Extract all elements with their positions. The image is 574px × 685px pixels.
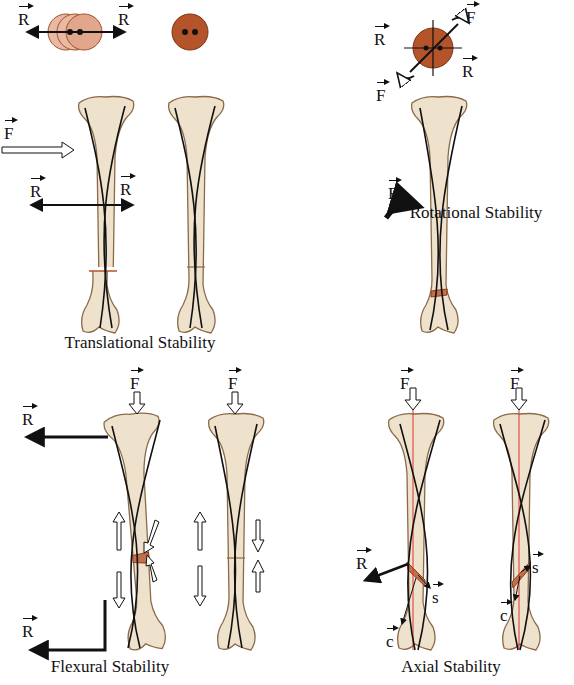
- vector-label: s: [432, 582, 441, 606]
- vector-label: F: [4, 118, 15, 142]
- vector-label: R: [374, 24, 387, 48]
- vector-label: F: [510, 368, 521, 392]
- vector-label: c: [386, 626, 396, 650]
- vector-label: s: [532, 552, 541, 576]
- vector-label: F: [228, 368, 239, 392]
- vector-label: R: [22, 404, 35, 428]
- panel-caption: Axial Stability: [401, 658, 501, 675]
- panel-caption: Flexural Stability: [51, 658, 170, 675]
- vector-label: R: [22, 616, 35, 640]
- vector-label: F: [376, 80, 387, 104]
- vector-label: R: [462, 56, 475, 80]
- vector-label: F: [466, 2, 477, 26]
- vector-label: R: [356, 548, 369, 572]
- vector-label: R: [30, 176, 43, 200]
- panel-caption: Rotational Stability: [410, 204, 543, 221]
- vector-label: c: [500, 600, 510, 624]
- vector-label: F: [130, 368, 141, 392]
- panel-caption: Translational Stability: [65, 334, 216, 351]
- vector-label: R: [118, 4, 131, 28]
- vector-label: R: [120, 174, 133, 198]
- vector-label: R: [18, 4, 31, 28]
- vector-label: F: [388, 178, 399, 202]
- vector-label: F: [400, 368, 411, 392]
